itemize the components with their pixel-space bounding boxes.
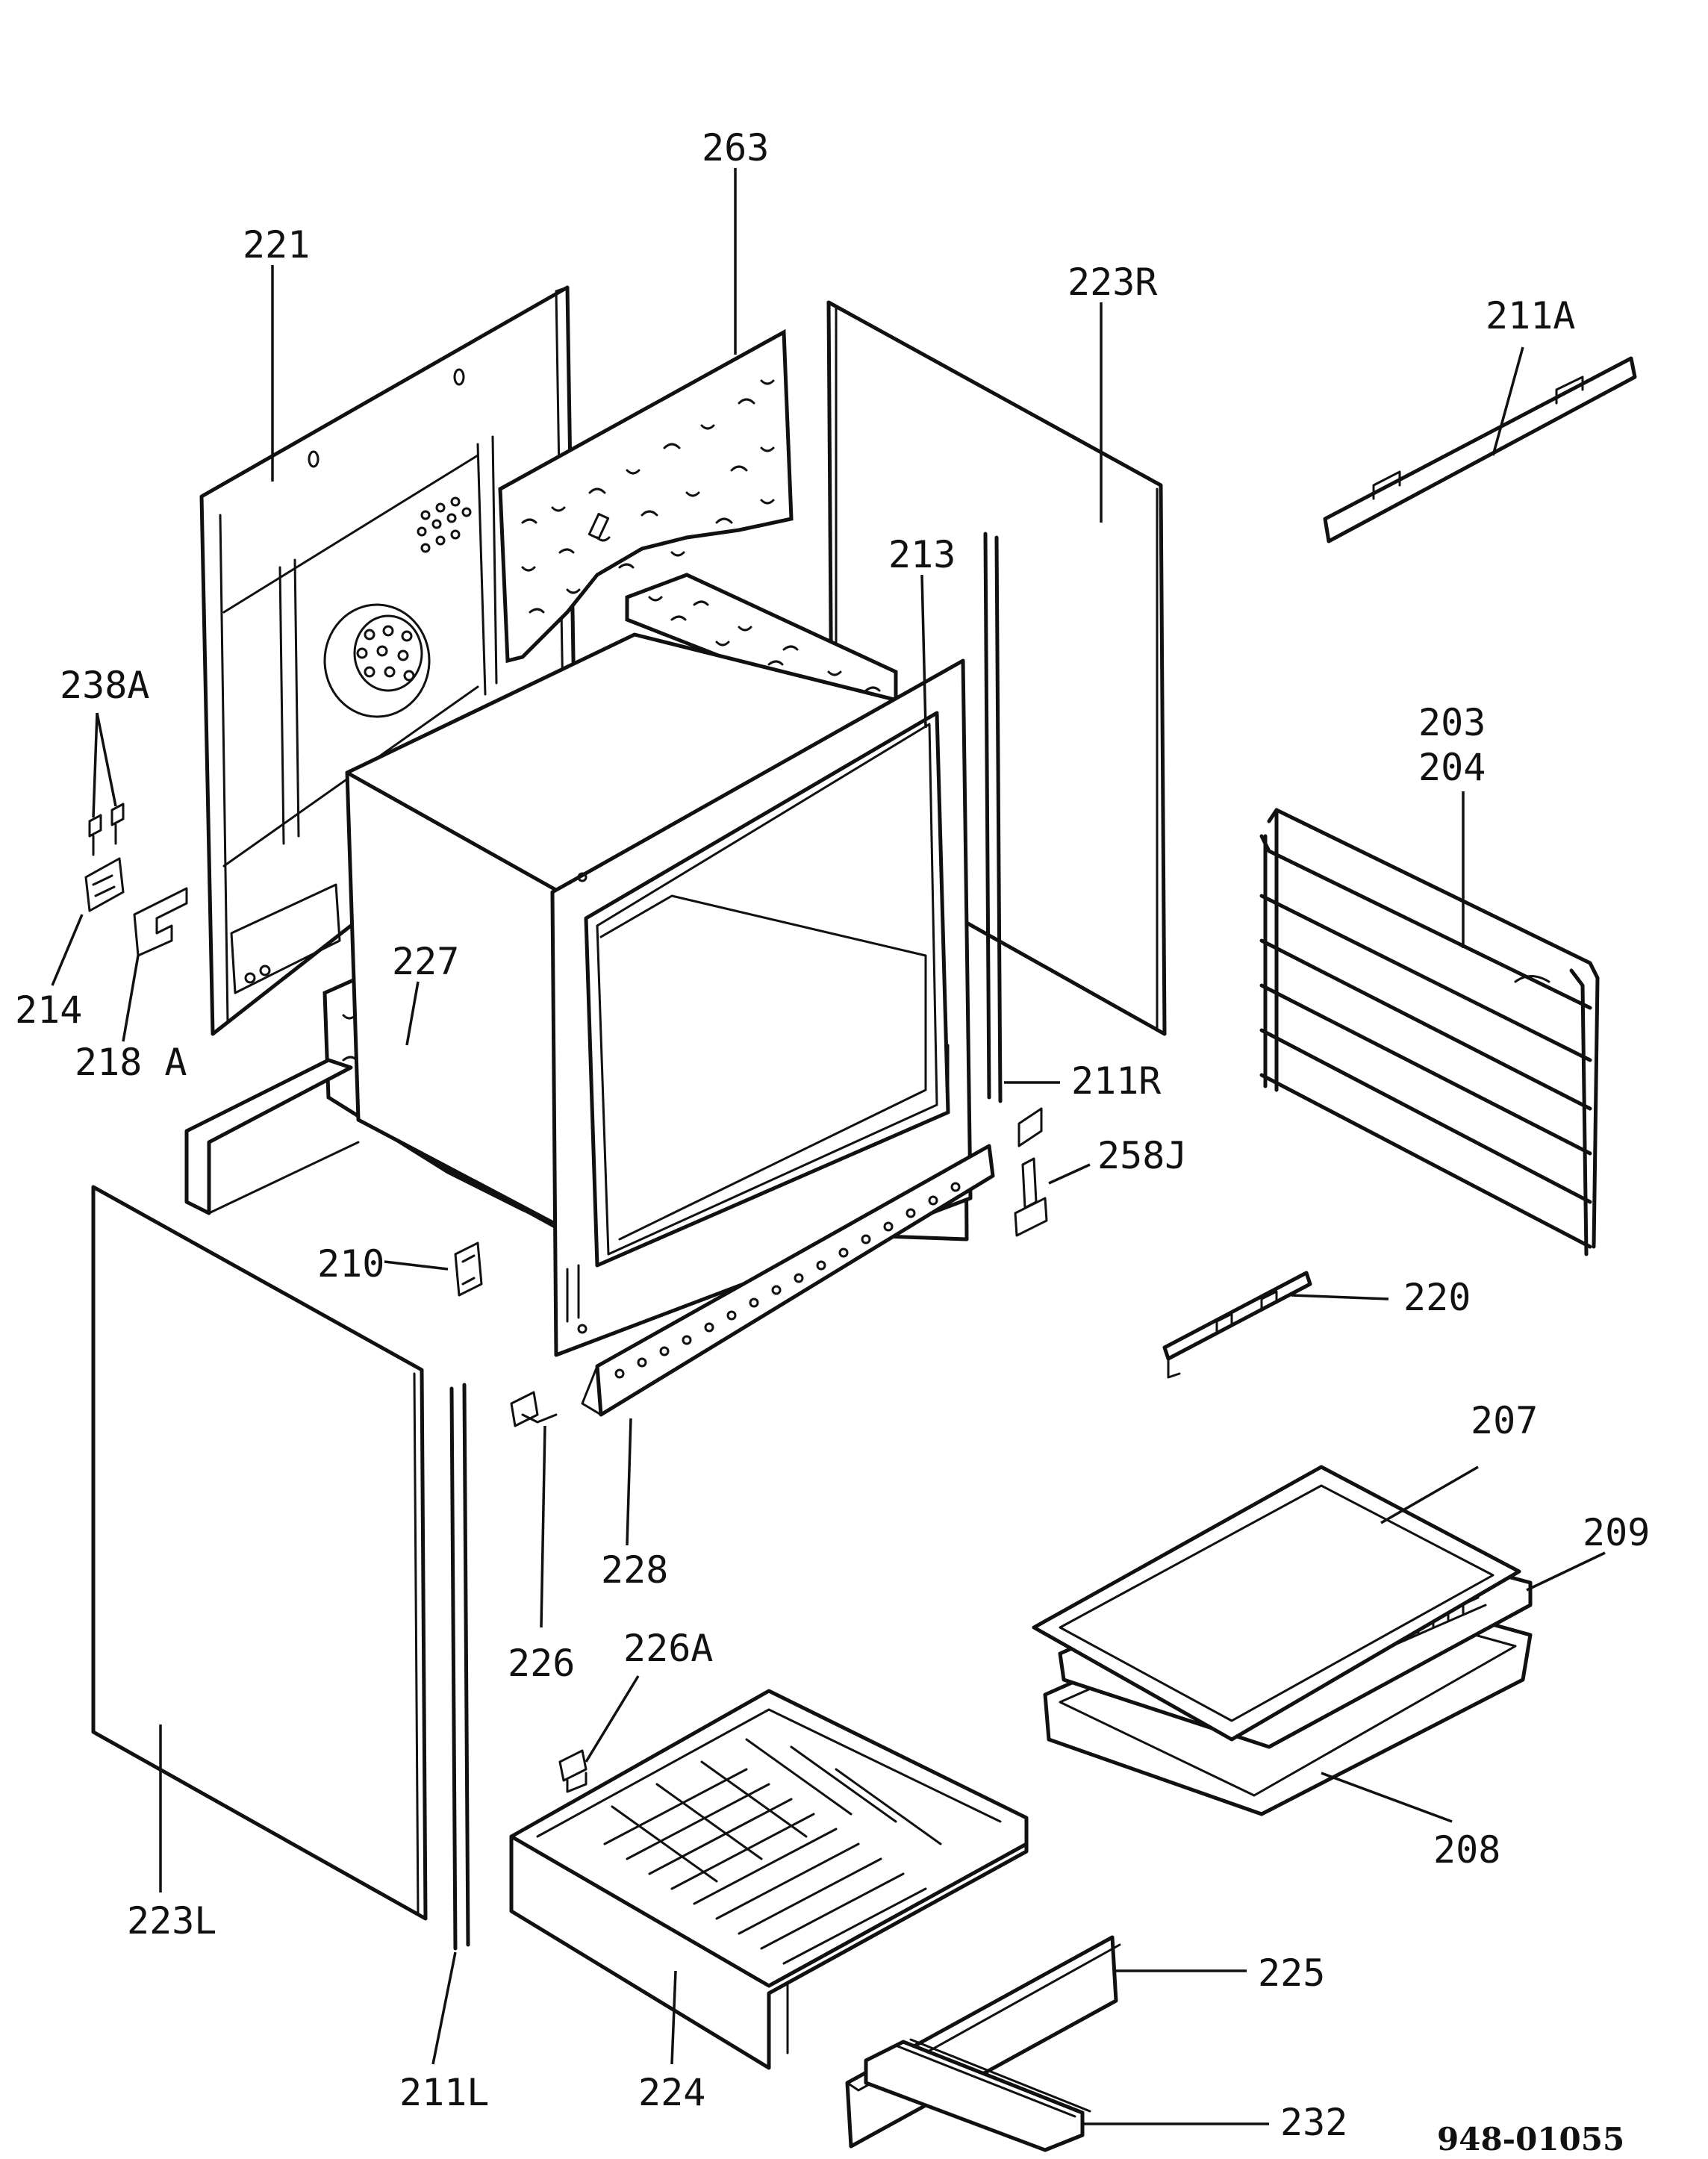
label-209: 209 xyxy=(1583,1511,1650,1554)
label-228: 228 xyxy=(601,1548,668,1592)
part-210-clip xyxy=(454,1241,483,1297)
part-226-clip xyxy=(510,1391,558,1427)
label-220: 220 xyxy=(1403,1276,1471,1319)
label-223L: 223L xyxy=(127,1899,216,1943)
label-238A: 238A xyxy=(60,664,149,707)
part-224-drawer xyxy=(509,1689,1029,2070)
label-203: 203 xyxy=(1418,701,1486,744)
label-226A: 226A xyxy=(623,1627,713,1670)
part-207-baking-tray xyxy=(1032,1465,1521,1742)
part-218A-hinge-bracket xyxy=(133,887,188,957)
part-203-204-side-racks xyxy=(1259,808,1600,1256)
label-211L: 211L xyxy=(399,2071,489,2114)
part-211R-strip xyxy=(983,532,1003,1103)
part-211A-top-rail xyxy=(1323,356,1637,543)
part-228-control-strip xyxy=(581,1144,995,1417)
label-224: 224 xyxy=(638,2071,705,2114)
part-263-top-insulation xyxy=(498,328,794,664)
label-210: 210 xyxy=(317,1242,384,1286)
part-220-slide-rail xyxy=(1162,1271,1312,1379)
document-number: 948-01055 xyxy=(1437,2121,1624,2158)
part-base-tray xyxy=(184,1058,360,1215)
label-232: 232 xyxy=(1280,2101,1347,2144)
label-263: 263 xyxy=(702,126,769,169)
label-211A: 211A xyxy=(1486,294,1575,337)
part-226A-latch xyxy=(558,1749,587,1793)
leader-lines xyxy=(51,168,1606,2125)
label-218A: 218 A xyxy=(75,1041,187,1084)
label-223R: 223R xyxy=(1068,261,1158,304)
label-258J: 258J xyxy=(1097,1134,1187,1177)
label-204: 204 xyxy=(1418,746,1486,789)
part-238A-screws xyxy=(88,803,125,856)
label-207: 207 xyxy=(1471,1399,1538,1442)
part-214-bracket xyxy=(84,857,125,912)
part-labels: 263 221 223R 211A 213 238A 203 204 227 2… xyxy=(15,126,1650,2144)
label-226: 226 xyxy=(508,1642,575,1685)
label-227: 227 xyxy=(392,940,459,983)
label-225: 225 xyxy=(1258,1951,1325,1995)
part-211L-strip xyxy=(449,1383,470,1951)
label-214: 214 xyxy=(15,988,82,1032)
part-232-drawer-runner xyxy=(864,2038,1091,2152)
part-223L-left-panel xyxy=(91,1185,428,1921)
label-221: 221 xyxy=(243,223,310,267)
label-213: 213 xyxy=(888,533,956,576)
part-213-front-frame xyxy=(550,658,973,1357)
label-208: 208 xyxy=(1433,1828,1500,1872)
part-258J-hinge xyxy=(1014,1107,1048,1237)
label-211R: 211R xyxy=(1071,1059,1162,1103)
